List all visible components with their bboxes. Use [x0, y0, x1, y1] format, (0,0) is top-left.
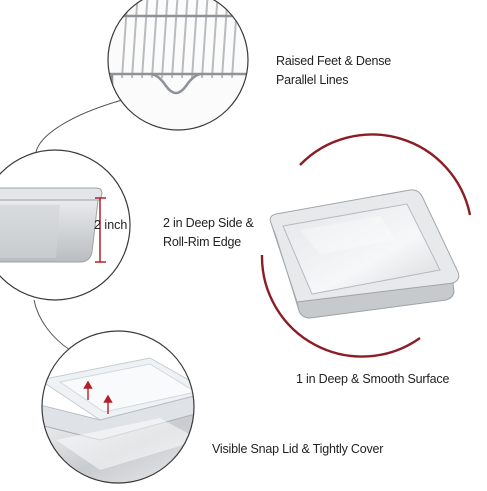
depth-measurement-label: 2 inch — [94, 218, 128, 232]
feature-label-side: 2 in Deep Side & Roll-Rim Edge — [163, 214, 254, 252]
depth-marker — [95, 197, 106, 263]
connector-arc — [33, 299, 71, 351]
pan-side-closeup — [0, 149, 131, 301]
feature-label-rack-line2: Parallel Lines — [276, 73, 349, 87]
connector-arc — [35, 99, 123, 153]
feature-label-surface-line1: 1 in Deep & Smooth Surface — [296, 372, 450, 386]
feature-label-rack-line1: Raised Feet & Dense — [276, 54, 392, 68]
feature-label-rack: Raised Feet & Dense Parallel Lines — [276, 52, 391, 90]
feature-label-lid-line1: Visible Snap Lid & Tightly Cover — [212, 442, 384, 456]
feature-label-side-line2: Roll-Rim Edge — [163, 235, 241, 249]
accent-arc-bottom — [260, 254, 421, 358]
baking-pan — [260, 133, 472, 358]
lid-arrow-icon — [83, 380, 113, 414]
accent-arc-top — [299, 133, 472, 216]
feature-label-side-line1: 2 in Deep Side & — [163, 216, 254, 230]
wire-rack-closeup — [107, 0, 249, 131]
feature-label-lid: Visible Snap Lid & Tightly Cover — [212, 440, 383, 459]
feature-label-surface: 1 in Deep & Smooth Surface — [296, 370, 449, 389]
pan-with-lid-closeup — [41, 330, 195, 484]
